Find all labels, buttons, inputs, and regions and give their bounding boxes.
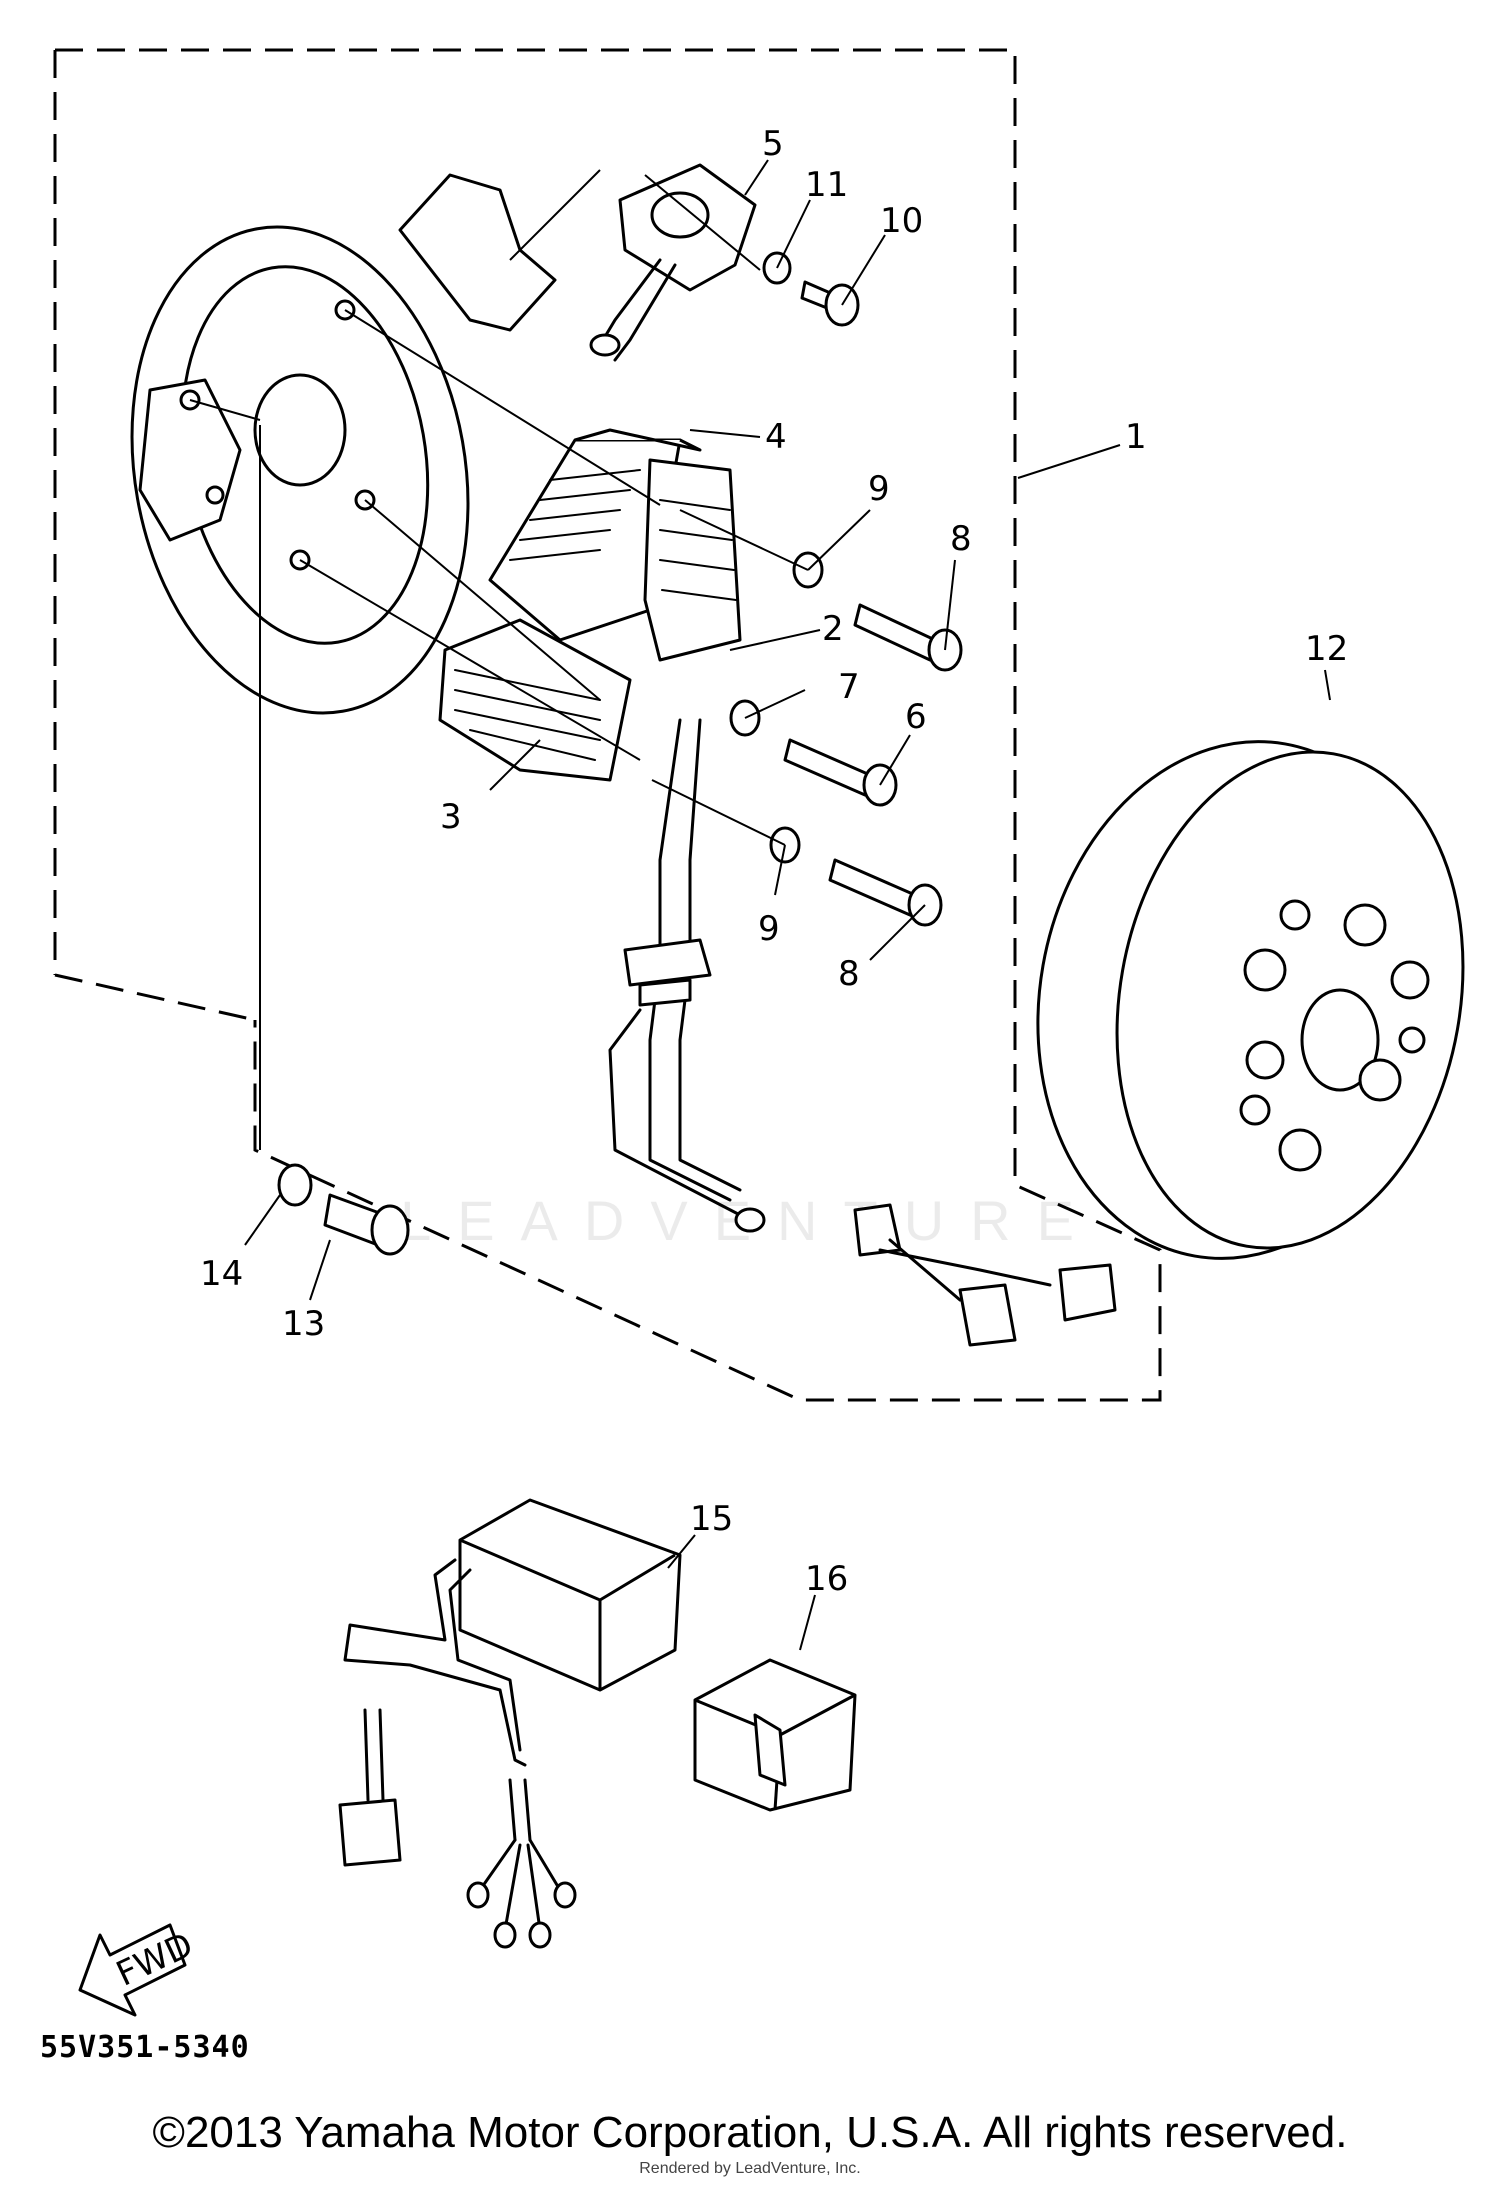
flywheel-rotor — [1036, 740, 1465, 1260]
lighting-coil — [438, 618, 632, 782]
copyright-notice: ©2013 Yamaha Motor Corporation, U.S.A. A… — [152, 2108, 1348, 2157]
screw-13 — [323, 1193, 410, 1256]
callout-2: 2 — [822, 609, 844, 649]
callout-12: 12 — [1305, 629, 1348, 669]
bolt-8-upper — [853, 603, 963, 672]
assembly-boundary — [53, 48, 1162, 1402]
callout-15: 15 — [690, 1499, 733, 1539]
callout-8-lower: 8 — [838, 954, 860, 994]
charge-coil — [488, 428, 742, 662]
callout-6: 6 — [905, 697, 927, 737]
cdi-cover — [693, 1658, 857, 1812]
callout-8-upper: 8 — [950, 519, 972, 559]
fwd-arrow: FWD — [78, 1923, 199, 2017]
screw-10 — [800, 280, 860, 327]
bolt-6 — [783, 738, 898, 807]
callout-5: 5 — [762, 124, 784, 164]
callout-3: 3 — [440, 797, 462, 837]
callout-16: 16 — [805, 1559, 848, 1599]
bolt-8-lower — [828, 858, 943, 927]
callout-10: 10 — [880, 201, 923, 241]
callout-14: 14 — [200, 1254, 243, 1294]
callout-7: 7 — [838, 667, 860, 707]
callout-11: 11 — [805, 165, 848, 205]
stator-base-plate — [130, 173, 557, 715]
diagram-part-number: 55V351-5340 — [40, 2030, 250, 2065]
callout-1: 1 — [1125, 417, 1147, 457]
callout-4: 4 — [765, 417, 787, 457]
cdi-unit — [338, 1498, 682, 1949]
callout-9-lower: 9 — [758, 909, 780, 949]
rendered-by-notice: Rendered by LeadVenture, Inc. — [639, 2160, 861, 2177]
pickup-coil — [589, 163, 757, 362]
stator-harness — [608, 718, 1117, 1347]
washer-14 — [277, 1163, 313, 1207]
callout-9-upper: 9 — [868, 469, 890, 509]
callout-13: 13 — [282, 1304, 325, 1344]
